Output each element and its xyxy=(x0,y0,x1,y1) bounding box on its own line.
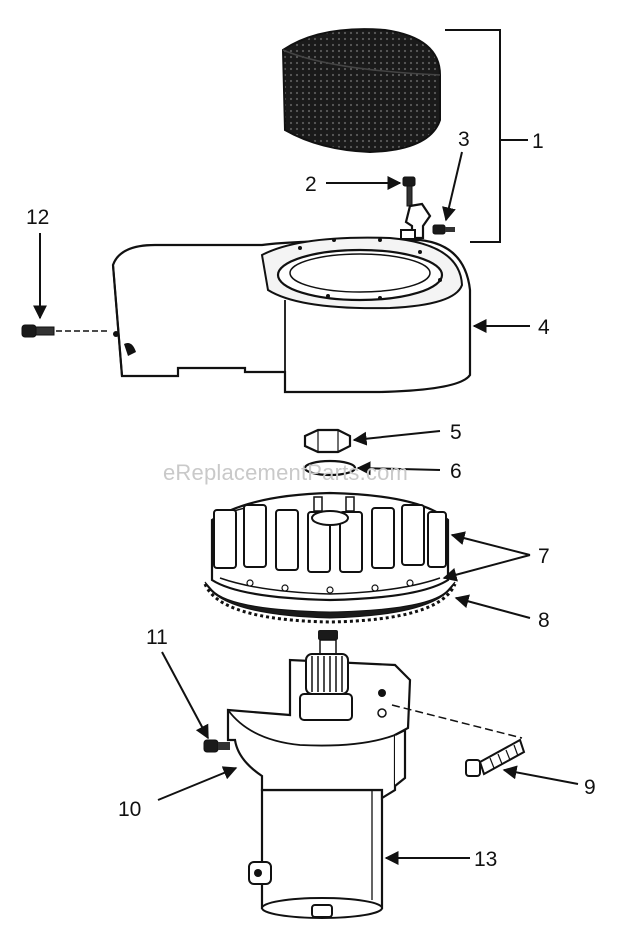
housing-bolt xyxy=(21,324,55,338)
callout-12: 12 xyxy=(26,206,49,229)
leader-arrow-9 xyxy=(502,765,579,785)
leader-arrow-7a xyxy=(450,531,531,556)
callout-bracket-1 xyxy=(445,29,501,243)
callout-5: 5 xyxy=(450,421,462,444)
flywheel-nut xyxy=(303,428,352,454)
callout-4: 4 xyxy=(538,316,550,339)
callout-13: 13 xyxy=(474,848,497,871)
screen-clip xyxy=(400,202,432,240)
watermark: eReplacementParts.com xyxy=(163,460,408,485)
leader-arrow-6 xyxy=(356,461,441,476)
bracket-bolt xyxy=(203,739,230,753)
flywheel xyxy=(210,491,450,602)
leader-arrow-7b xyxy=(442,554,531,582)
callout-3: 3 xyxy=(458,128,470,151)
starter-bolt-alignment-line xyxy=(391,704,523,739)
leader-arrow-10 xyxy=(157,766,238,801)
clip-screw xyxy=(432,224,455,235)
screen-screw xyxy=(402,176,416,207)
callout-10: 10 xyxy=(118,798,141,821)
starter-motor xyxy=(248,788,384,919)
callout-6: 6 xyxy=(450,460,462,483)
blower-housing xyxy=(111,236,472,394)
leader-arrow-3 xyxy=(442,151,463,222)
callout-9: 9 xyxy=(584,776,596,799)
ring-gear xyxy=(203,581,457,624)
callout-11: 11 xyxy=(146,626,168,649)
starter-pinion-gear xyxy=(299,630,353,721)
starter-bolt xyxy=(465,738,526,777)
leader-arrow-5 xyxy=(352,430,441,446)
leader-arrow-8 xyxy=(454,594,531,619)
flywheel-washer xyxy=(303,459,357,477)
callout-7: 7 xyxy=(538,545,550,568)
leader-arrow-11 xyxy=(161,651,209,740)
rotating-screen xyxy=(281,28,441,154)
callout-8: 8 xyxy=(538,609,550,632)
callout-1: 1 xyxy=(532,130,544,153)
callout-2: 2 xyxy=(305,173,317,196)
starter-bracket xyxy=(226,658,412,800)
